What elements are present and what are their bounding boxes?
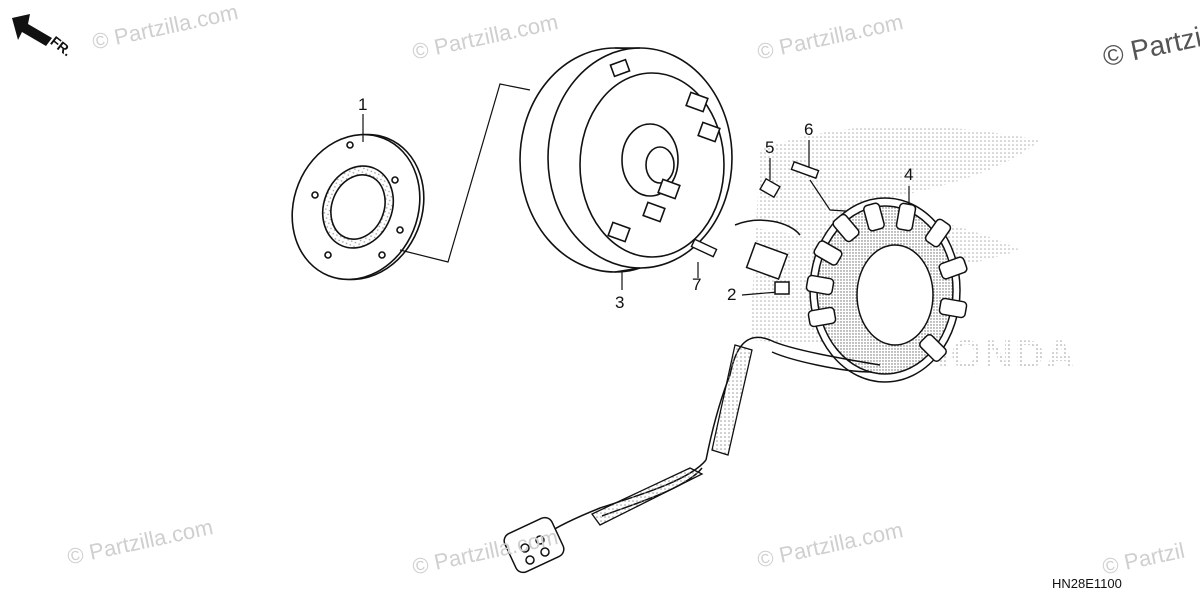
callout-2: 2 xyxy=(727,285,737,304)
callout-1: 1 xyxy=(358,95,368,114)
callout-7: 7 xyxy=(692,275,702,294)
callout-6: 6 xyxy=(804,120,814,139)
stator xyxy=(805,197,968,383)
flywheel xyxy=(519,47,733,273)
bolt-5 xyxy=(759,177,781,199)
harness-sleeve xyxy=(591,344,753,526)
callout-4: 4 xyxy=(904,165,914,184)
bolt-7 xyxy=(690,238,718,258)
wire-connector xyxy=(503,516,565,574)
pulse-generator xyxy=(734,219,801,295)
wiring-harness xyxy=(544,336,881,536)
callout-5: 5 xyxy=(765,138,775,157)
callout-3: 3 xyxy=(615,293,625,312)
front-direction-arrow xyxy=(12,14,52,46)
one-way-clutch-plate xyxy=(291,133,425,281)
bolt-6 xyxy=(790,160,820,180)
diagram-code: HN28E1100 xyxy=(1052,576,1122,591)
